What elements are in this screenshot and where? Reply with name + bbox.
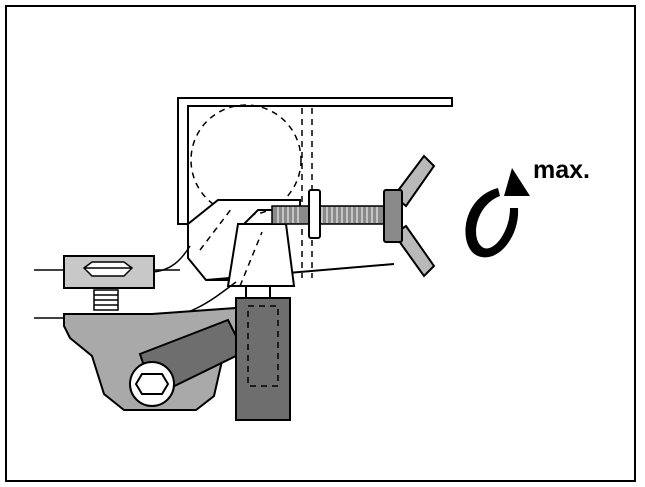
hex-nut [129,361,175,407]
caster-post [235,285,291,421]
pressure-block [226,223,296,287]
left-nut-assembly [34,255,180,319]
dashed-tube-outline [190,104,302,216]
clockwise-rotation-arrow-icon [465,168,530,258]
threaded-bolt [271,189,385,239]
rotation-label: max. [533,156,590,184]
wing-nut [383,154,436,278]
diagram-frame [5,5,636,482]
